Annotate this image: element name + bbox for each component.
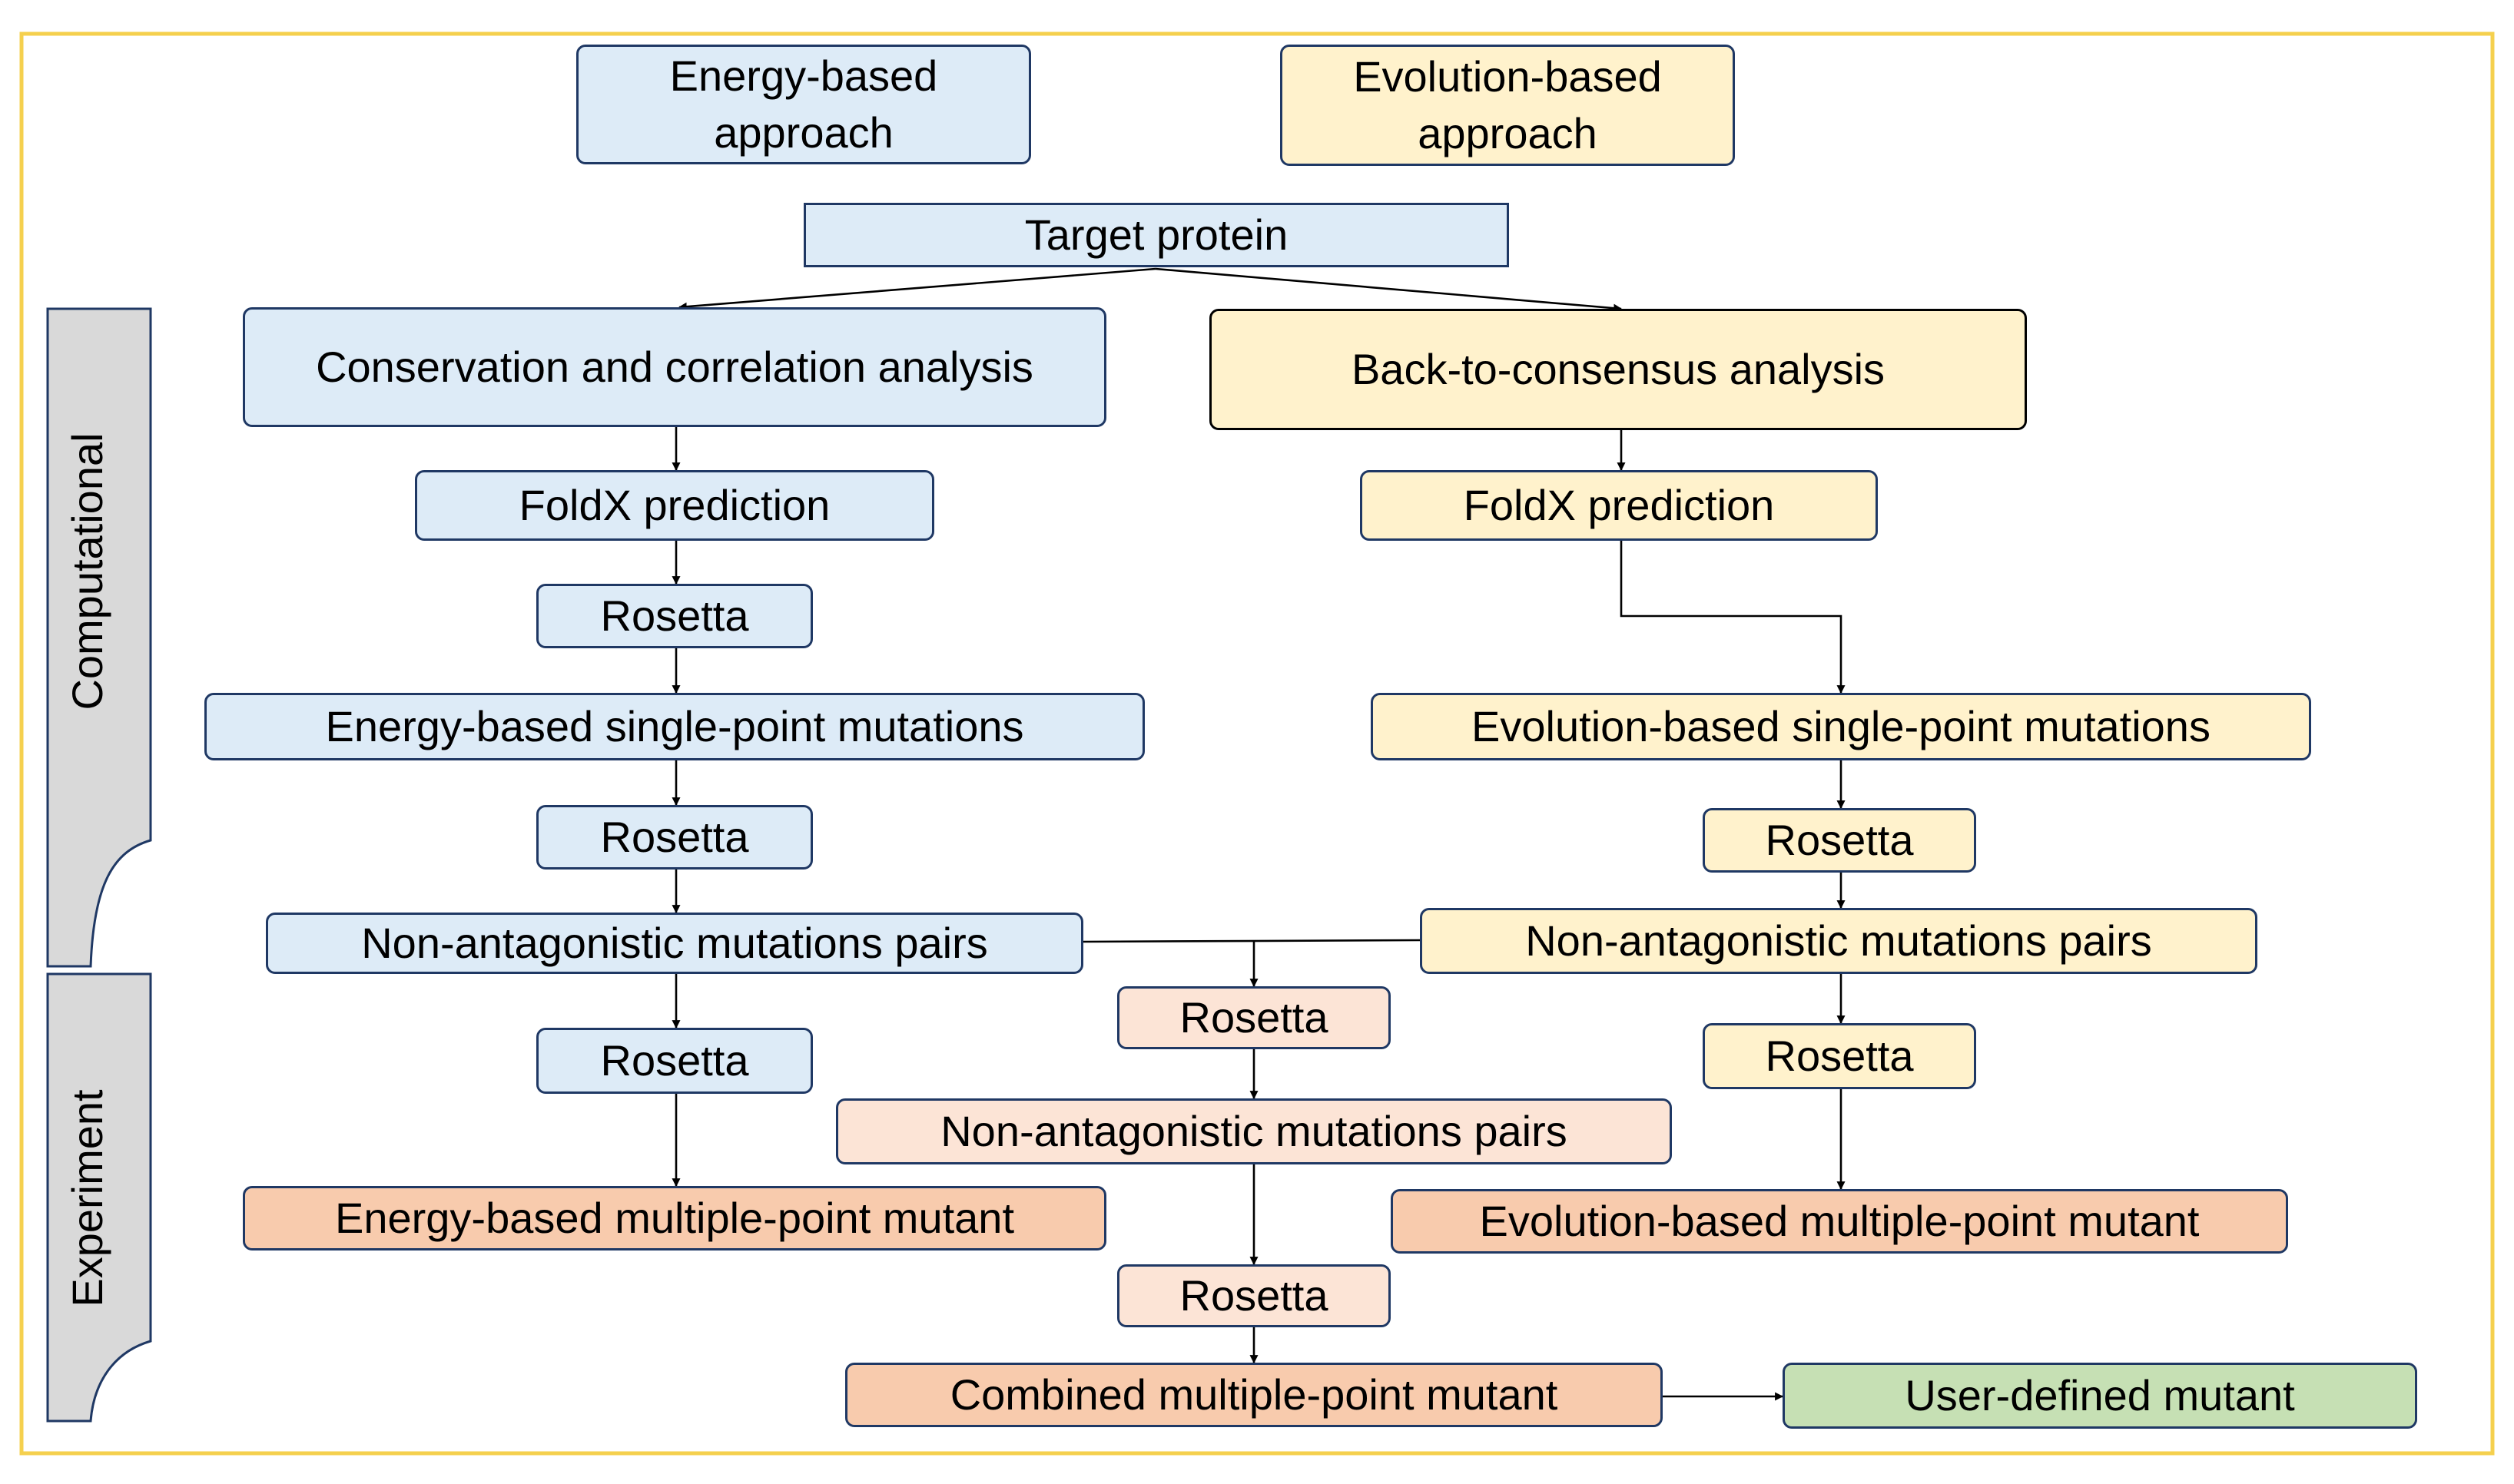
- energy-non-antagonistic-pairs-box: Non-antagonistic mutations pairs: [266, 913, 1083, 974]
- energy-single-point-mutations-box: Energy-based single-point mutations: [204, 693, 1145, 760]
- energy-rosetta-box-3: Rosetta: [536, 1028, 813, 1094]
- back-to-consensus-analysis-box: Back-to-consensus analysis: [1209, 309, 2027, 430]
- arrow-target-to-energy: [678, 267, 1156, 311]
- stage-label-computational: Computational: [63, 432, 111, 710]
- stage-label-experiment: Experiment: [63, 1089, 111, 1307]
- energy-approach-header: Energy-based approach: [576, 45, 1031, 164]
- connector-pairs-merge: [1083, 939, 1421, 943]
- evolution-multiple-point-mutant-box: Evolution-based multiple-point mutant: [1391, 1189, 2288, 1254]
- evolution-rosetta-box-1: Rosetta: [1703, 808, 1976, 873]
- energy-rosetta-box-1: Rosetta: [536, 584, 813, 648]
- evolution-rosetta-box-2: Rosetta: [1703, 1023, 1976, 1089]
- evolution-approach-header: Evolution-based approach: [1280, 45, 1735, 166]
- evolution-foldx-prediction-box: FoldX prediction: [1360, 470, 1878, 541]
- evolution-single-point-mutations-box: Evolution-based single-point mutations: [1371, 693, 2311, 760]
- energy-rosetta-box-2: Rosetta: [536, 805, 813, 870]
- target-protein-box: Target protein: [804, 203, 1509, 267]
- combined-rosetta-box-1: Rosetta: [1117, 986, 1391, 1049]
- combined-multiple-point-mutant-box: Combined multiple-point mutant: [845, 1363, 1663, 1427]
- energy-foldx-prediction-box: FoldX prediction: [415, 470, 934, 541]
- stage-tab-experiment: [46, 972, 152, 1423]
- stage-tab-computational: [46, 307, 152, 968]
- combined-rosetta-box-2: Rosetta: [1117, 1264, 1391, 1327]
- user-defined-mutant-box: User-defined mutant: [1783, 1363, 2417, 1429]
- arrow-target-to-evolution: [1155, 267, 1623, 313]
- outer-frame: [19, 31, 2495, 1456]
- arrow-evolution-2: [1620, 541, 1846, 694]
- combined-non-antagonistic-pairs-box: Non-antagonistic mutations pairs: [836, 1098, 1672, 1164]
- energy-multiple-point-mutant-box: Energy-based multiple-point mutant: [243, 1186, 1106, 1250]
- evolution-non-antagonistic-pairs-box: Non-antagonistic mutations pairs: [1420, 908, 2257, 974]
- conservation-correlation-analysis-box: Conservation and correlation analysis: [243, 307, 1106, 427]
